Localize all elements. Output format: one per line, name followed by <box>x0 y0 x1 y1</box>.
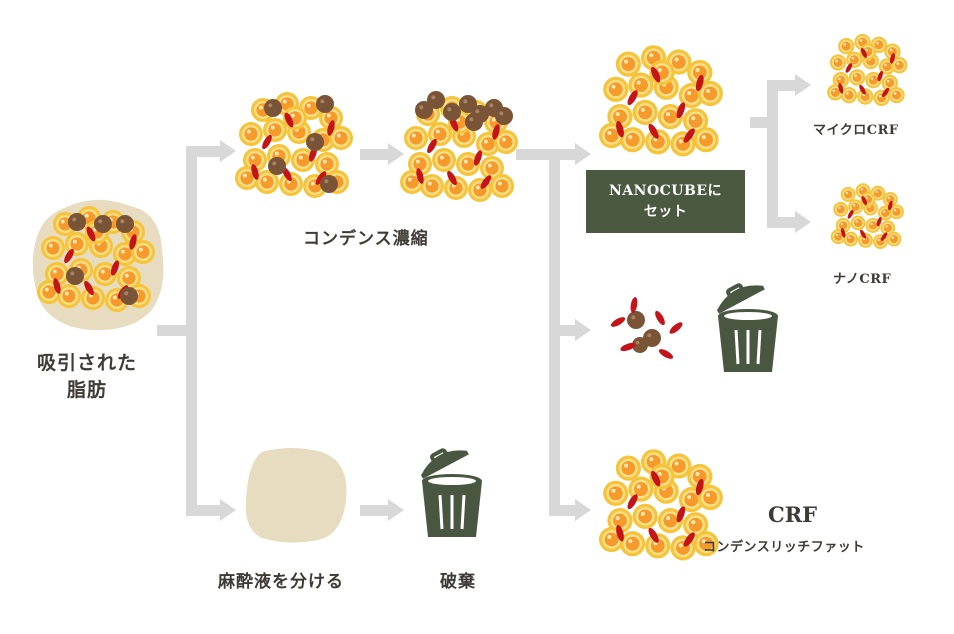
anesthetic-liquid-icon <box>245 448 347 543</box>
fat-cluster-crf <box>599 449 723 561</box>
trash-can-icon <box>413 438 484 539</box>
flow-arrows <box>157 74 811 521</box>
fat-cluster-pre-condense <box>235 92 353 198</box>
discarded-cells-icon <box>610 297 683 359</box>
label-aspirated-fat: 吸引された 脂肪 <box>36 352 137 401</box>
trash-can-icon <box>709 273 780 374</box>
label-nano-crf: ナノCRF <box>833 272 892 287</box>
label-condense: コンデンス濃縮 <box>303 229 429 249</box>
fat-cluster-nano-crf <box>830 183 904 249</box>
nanocube-box: NANOCUBEに セット <box>586 170 745 233</box>
fat-cluster-condensed <box>400 91 518 202</box>
label-micro-crf: マイクロCRF <box>813 123 899 138</box>
label-separate-anesthetic: 麻酔液を分ける <box>218 572 344 592</box>
label-crf-subtitle: コンデンスリッチファット <box>703 540 865 555</box>
nanocube-line1: NANOCUBEに <box>608 183 722 200</box>
label-discard: 破棄 <box>440 572 476 592</box>
fat-cluster-aspirated <box>37 206 155 312</box>
label-crf-title: CRF <box>768 502 818 527</box>
fat-cluster-micro-crf <box>827 33 908 106</box>
fat-cluster-nanocube <box>599 45 723 157</box>
nanocube-line2: セット <box>643 203 688 220</box>
